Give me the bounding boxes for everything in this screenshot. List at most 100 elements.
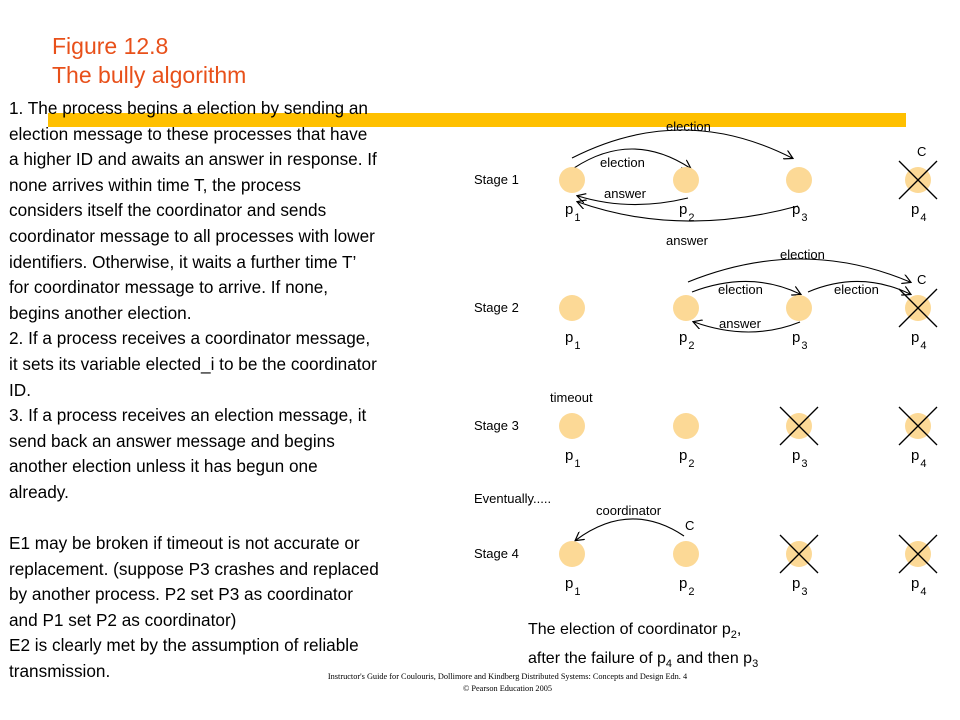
text-line: E2 is clearly met by the assumption of r… bbox=[9, 635, 359, 656]
process-letter: p bbox=[792, 575, 800, 592]
process-letter: p bbox=[565, 447, 573, 464]
text-line: it sets its variable elected_i to be the… bbox=[9, 353, 377, 374]
explanation-text: 1. The process begins a election by send… bbox=[9, 96, 479, 685]
process-index: 4 bbox=[920, 212, 926, 224]
process-node bbox=[559, 541, 585, 567]
title-underline-bar bbox=[48, 113, 906, 127]
footer-credit: Instructor's Guide for Coulouris, Dollim… bbox=[0, 671, 960, 695]
process-index: 1 bbox=[574, 458, 580, 470]
crash-cross-line bbox=[898, 534, 938, 574]
stage2-election-arrow-p2-p4 bbox=[687, 258, 910, 282]
stage4-coordinator-label: coordinator bbox=[596, 503, 662, 518]
stage1-answer-arrow-p2-p1 bbox=[578, 196, 689, 206]
process-letter: p bbox=[565, 329, 573, 346]
process-letter: p bbox=[792, 201, 800, 218]
process-index: 1 bbox=[574, 340, 580, 352]
text-line: ID. bbox=[9, 379, 31, 400]
process-letter: p bbox=[911, 575, 919, 592]
process-label: p4 bbox=[911, 201, 926, 224]
process-index: 3 bbox=[801, 458, 807, 470]
process-letter: p bbox=[792, 447, 800, 464]
process-letter: p bbox=[679, 447, 687, 464]
process-index: 2 bbox=[688, 340, 694, 352]
crash-cross-line bbox=[779, 534, 819, 574]
stage1-election-top-label: election bbox=[666, 119, 711, 134]
stage3-timeout-label: timeout bbox=[550, 390, 593, 405]
stage2-answer-label: answer bbox=[719, 316, 762, 331]
process-label: p1 bbox=[565, 447, 580, 470]
process-node bbox=[559, 413, 585, 439]
stage1-election-arrow-p1-p3 bbox=[571, 129, 792, 158]
stage1-answer-bottom-label: answer bbox=[666, 233, 709, 248]
process-label: p2 bbox=[679, 575, 694, 598]
text-line: and P1 set P2 as coordinator) bbox=[9, 609, 237, 630]
process-node bbox=[673, 295, 699, 321]
coordinator-mark: C bbox=[917, 144, 926, 159]
text-line: E1 may be broken if timeout is not accur… bbox=[9, 533, 360, 554]
process-letter: p bbox=[911, 201, 919, 218]
text-line: 3. If a process receives an election mes… bbox=[9, 405, 367, 426]
process-label: p4 bbox=[911, 329, 926, 352]
stage1-election-inner-label: election bbox=[600, 155, 645, 170]
stage-label: Stage 1 bbox=[474, 172, 519, 187]
stage-label: Stage 2 bbox=[474, 300, 519, 315]
crash-cross-line bbox=[898, 160, 938, 200]
crash-cross-line bbox=[779, 406, 819, 446]
stage2-election-top-label: election bbox=[780, 247, 825, 262]
process-label: p2 bbox=[679, 329, 694, 352]
figure-title: The bully algorithm bbox=[52, 62, 247, 88]
process-label: p3 bbox=[792, 575, 807, 598]
diagram-caption: The election of coordinator p2, after th… bbox=[528, 618, 758, 676]
text-line: for coordinator message to arrive. If no… bbox=[9, 277, 329, 298]
text-line: a higher ID and awaits an answer in resp… bbox=[9, 149, 377, 170]
process-letter: p bbox=[792, 329, 800, 346]
process-index: 3 bbox=[801, 212, 807, 224]
text-line: replacement. (suppose P3 crashes and rep… bbox=[9, 558, 379, 579]
caption-line-1: The election of coordinator p2, bbox=[528, 621, 742, 642]
stage-label: Stage 3 bbox=[474, 418, 519, 433]
footer-line-1: Instructor's Guide for Coulouris, Dollim… bbox=[327, 672, 688, 681]
bully-algorithm-diagram: election election answer answer election… bbox=[474, 119, 938, 598]
stage2-election-arrow-p2-p3 bbox=[691, 280, 800, 294]
process-node bbox=[786, 295, 812, 321]
process-index: 2 bbox=[688, 458, 694, 470]
process-node bbox=[673, 413, 699, 439]
text-line: none arrives within time T, the process bbox=[9, 174, 302, 195]
stage-label: Stage 4 bbox=[474, 546, 519, 561]
process-label: p2 bbox=[679, 201, 694, 224]
text-line: considers itself the coordinator and sen… bbox=[9, 200, 327, 221]
process-label: p2 bbox=[679, 447, 694, 470]
process-index: 4 bbox=[920, 340, 926, 352]
process-index: 3 bbox=[801, 340, 807, 352]
stage2-election-b-label: election bbox=[834, 282, 879, 297]
text-line: identifiers. Otherwise, it waits a furth… bbox=[9, 251, 357, 272]
text-line: transmission. bbox=[9, 661, 111, 682]
process-label: p1 bbox=[565, 575, 580, 598]
text-line: begins another election. bbox=[9, 302, 192, 323]
crash-cross-line bbox=[898, 406, 938, 446]
eventually-label: Eventually..... bbox=[474, 491, 551, 506]
process-node bbox=[673, 541, 699, 567]
process-node bbox=[559, 295, 585, 321]
process-letter: p bbox=[679, 201, 687, 218]
process-label: p1 bbox=[565, 329, 580, 352]
process-index: 1 bbox=[574, 586, 580, 598]
process-index: 4 bbox=[920, 458, 926, 470]
process-label: p3 bbox=[792, 447, 807, 470]
process-letter: p bbox=[911, 329, 919, 346]
crash-cross-line bbox=[898, 288, 938, 328]
text-line: by another process. P2 set P3 as coordin… bbox=[9, 584, 353, 605]
coordinator-mark: C bbox=[917, 272, 926, 287]
text-line: 1. The process begins a election by send… bbox=[9, 98, 368, 118]
footer-line-2: © Pearson Education 2005 bbox=[462, 684, 553, 693]
stage2-election-a-label: election bbox=[718, 282, 763, 297]
stage1-election-arrow-p1-p2 bbox=[573, 148, 690, 168]
process-index: 1 bbox=[574, 212, 580, 224]
process-node bbox=[786, 167, 812, 193]
text-line: send back an answer message and begins bbox=[9, 430, 335, 451]
process-letter: p bbox=[911, 447, 919, 464]
process-label: p4 bbox=[911, 447, 926, 470]
process-label: p3 bbox=[792, 201, 807, 224]
stage1-answer-inner-label: answer bbox=[604, 186, 647, 201]
text-line: already. bbox=[9, 481, 69, 502]
